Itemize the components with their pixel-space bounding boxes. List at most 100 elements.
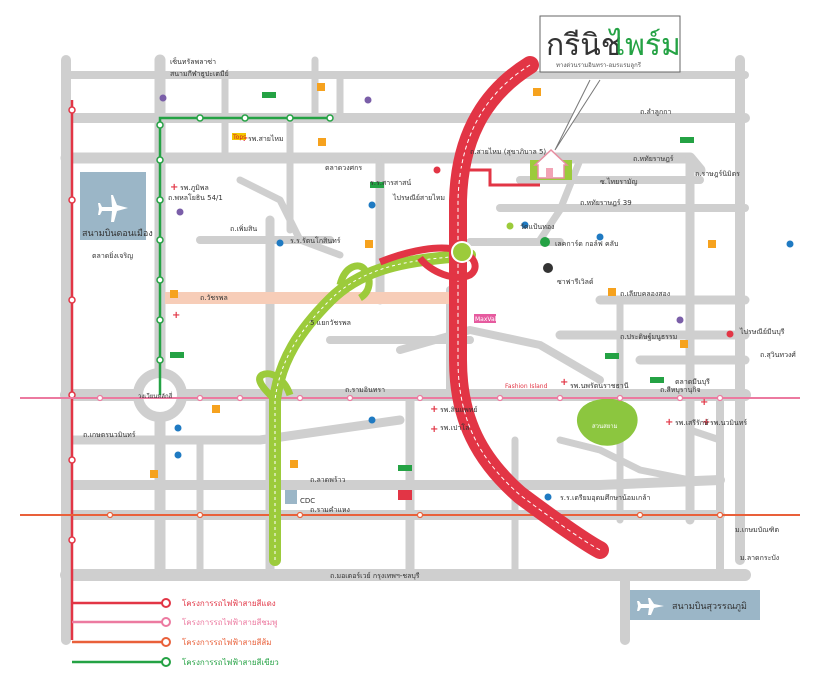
hospital-icon: + [430, 424, 438, 435]
seven-eleven-icon [608, 288, 616, 296]
seven-eleven-icon [365, 240, 373, 248]
temple-icon [159, 94, 167, 102]
park-pond [576, 398, 638, 446]
road-label: ถ.เกษตรนวมินทร์ [83, 431, 136, 439]
hospital-icon: + [702, 417, 710, 428]
hospital-icon: + [560, 377, 568, 388]
seven-eleven-icon [318, 138, 326, 146]
road-label: ถ.เลียบคลองสอง [620, 290, 670, 298]
red-expressway [449, 56, 609, 559]
road-label: ถ.ราษฎร์นิมิตร [695, 170, 740, 178]
poi-markers: + + + + + + + + + MaxValu [138, 83, 794, 505]
airplane-icon [98, 195, 128, 222]
place-label: รพ.เสรีรักษ์ [675, 419, 709, 427]
road-pond-link [556, 436, 694, 484]
hospital-icon: + [430, 404, 438, 415]
place-label: ร.ร.เตรียมอุดมศึกษาน้อมเกล้า [560, 493, 650, 502]
legend-item-green: โครงการรถไฟฟ้าสายสีเขียว [72, 657, 279, 667]
legend: โครงการรถไฟฟ้าสายสีแดง โครงการรถไฟฟ้าสาย… [72, 598, 279, 667]
school-icon [276, 239, 284, 247]
red-expressway-interchange [378, 244, 479, 281]
house-icon [533, 148, 569, 179]
pink-line-stations [96, 394, 724, 402]
hospital-icon: + [170, 182, 178, 193]
seven-eleven-icon [708, 240, 716, 248]
road-curve-b [536, 156, 584, 244]
interchange-node [451, 241, 473, 263]
road-label: ถ.หทัยราษฎร์ [633, 155, 674, 163]
road-label: 5 แยกวัชรพล [310, 319, 351, 327]
ring-label: วงเวียนหลักสี่ [138, 392, 173, 400]
safari-icon [543, 263, 553, 273]
place-label: ซาฟารีเวิลด์ [557, 278, 594, 286]
legend-label: โครงการรถไฟฟ้าสายสีเขียว [182, 657, 279, 667]
hospital-icon: + [172, 310, 180, 321]
place-label: ไปรษณีย์สายไหม [392, 193, 445, 202]
road-label: ถ.สีหบุรานุกิจ [660, 386, 701, 394]
suvarnabhumi-airport-label: สนามบินสุวรรณภูมิ [672, 601, 747, 612]
school-icon [521, 221, 529, 229]
place-label: ตลาดมีนบุรี [675, 378, 710, 386]
place-label: ร.ร.รัตนโกสินทร์ [290, 236, 341, 245]
bank-icon [370, 182, 384, 188]
road-labels: ถ.ลำลูกกา ถ.สายไหม (สุขาภิบาล 5) ถ.รามอิ… [83, 108, 796, 580]
road-network [60, 54, 751, 645]
place-label: ม.ลาดกระบัง [740, 554, 779, 562]
school-icon [174, 424, 182, 432]
legend-label: โครงการรถไฟฟ้าสายสีส้ม [182, 637, 272, 647]
airplane-icon [637, 598, 664, 615]
legend-label: โครงการรถไฟฟ้าสายสีแดง [182, 598, 276, 608]
road-label: ถ.สุวินทวงศ์ [760, 351, 796, 359]
seven-eleven-icon [290, 460, 298, 468]
tops-label: Tops [232, 134, 246, 141]
place-label: รพ.นพรัตนราชธานี [570, 382, 629, 390]
makro-label: MaxValu [475, 316, 500, 323]
brand-name-part1: กรีนิช [546, 28, 621, 63]
temple-icon [364, 96, 372, 104]
road-label: ถ.มอเตอร์เวย์ กรุงเทพฯ-ชลบุรี [330, 572, 420, 580]
road-label: ซ.ไทยรามัญ [600, 177, 638, 186]
red-line-stations [68, 106, 76, 544]
legend-item-red: โครงการรถไฟฟ้าสายสีแดง [72, 598, 276, 608]
donmuang-airport: สนามบินดอนเมือง [80, 172, 153, 240]
place-label: เซ็นทรัลพลาซ่า [170, 57, 216, 66]
light-green-expressway-loop [256, 370, 294, 403]
school-icon [174, 451, 182, 459]
light-green-expressway-inner [274, 254, 471, 560]
red-connector-to-project [458, 168, 540, 187]
golf-icon [540, 237, 550, 247]
makro-logo [474, 314, 496, 323]
legend-label: โครงการรถไฟฟ้าสายสีชมพู [182, 617, 277, 628]
temple-icon [506, 222, 514, 230]
place-label: ม.เกษมบัณฑิต [735, 526, 779, 534]
place-label: รพ.นวมินทร์ [710, 419, 747, 427]
post-office-icon [726, 330, 734, 338]
legend-item-orange: โครงการรถไฟฟ้าสายสีส้ม [72, 637, 272, 647]
green-line-stations [156, 114, 334, 364]
school-icon [368, 416, 376, 424]
seven-eleven-icon [680, 340, 688, 348]
place-label: รพ.สายไหม [248, 134, 284, 143]
legend-item-pink: โครงการรถไฟฟ้าสายสีชมพู [72, 617, 277, 628]
road-east-hook [686, 426, 724, 444]
bank-icon [650, 377, 664, 383]
red-expressway-inner [457, 64, 601, 551]
watcharaphol-nimitmai-band [165, 292, 465, 304]
seven-eleven-icon [150, 470, 158, 478]
school-icon [544, 493, 552, 501]
place-label: รพ.ภูมิพล [180, 184, 209, 192]
school-icon [786, 240, 794, 248]
mall-logo [398, 490, 412, 500]
road-label: ถ.หทัยราษฎร์ 39 [580, 199, 632, 207]
road-label: ถ.เพิ่มสิน [230, 224, 257, 233]
place-label: สนามกีฬาธูปะเตมีย์ [170, 70, 229, 78]
bank-icon [605, 353, 619, 359]
bank-icon [680, 137, 694, 143]
school-icon [596, 233, 604, 241]
road-label: ถ.ประดิษฐ์มนูธรรม [620, 333, 677, 341]
road-curve-a [236, 176, 344, 259]
project-location-marker [530, 79, 601, 180]
place-label: ร.ร.สารสาสน์ [370, 179, 411, 187]
callout-pointer [554, 79, 601, 151]
